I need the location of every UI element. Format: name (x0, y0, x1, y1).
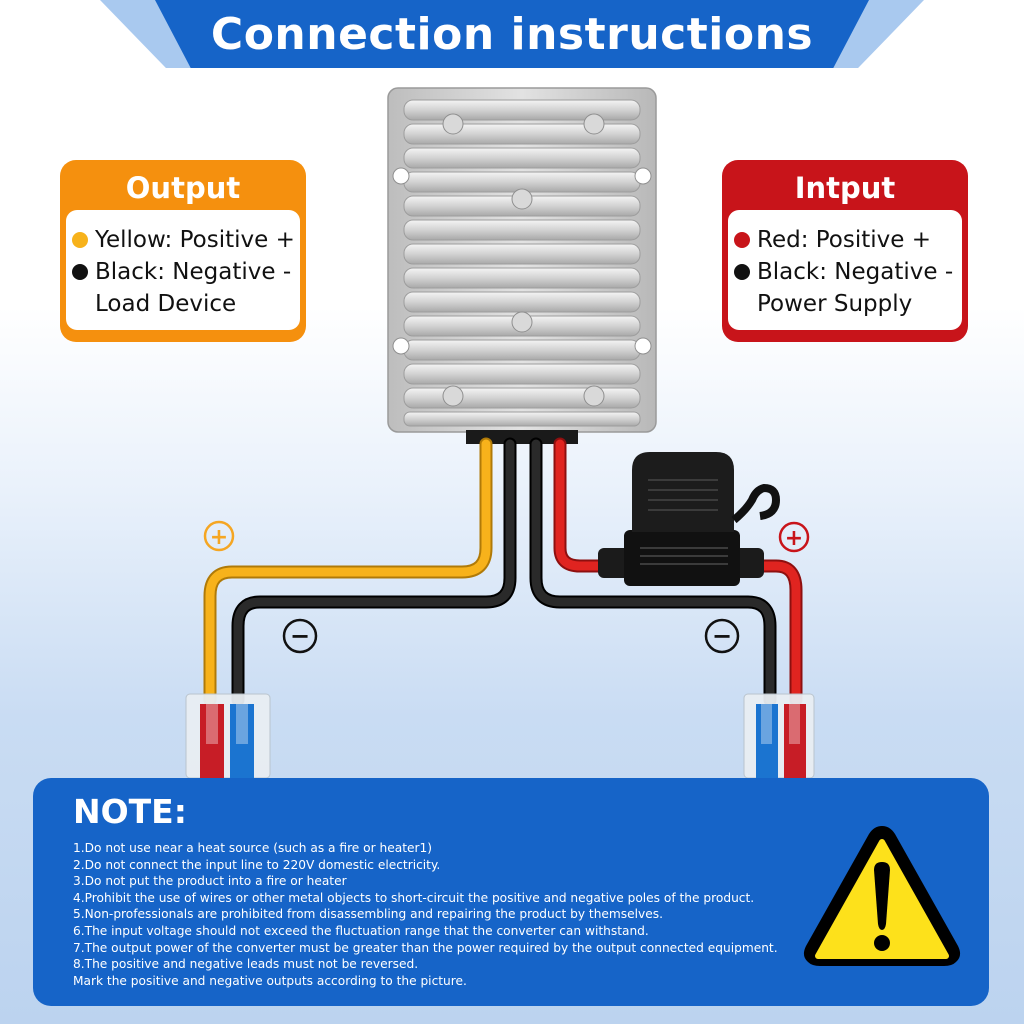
note-item: 2.Do not connect the input line to 220V … (73, 857, 441, 872)
black-dot-icon (734, 264, 750, 280)
input-wire-connector (743, 693, 815, 779)
header-banner: Connection instructions (155, 0, 869, 68)
note-list: 1.Do not use near a heat source (such as… (73, 840, 989, 989)
red-dot-icon (734, 232, 750, 248)
output-card-body: Yellow: Positive + Black: Negative - Loa… (66, 210, 300, 330)
minus-symbol: − (290, 622, 310, 650)
note-item: 4.Prohibit the use of wires or other met… (73, 890, 755, 905)
output-line-positive: Yellow: Positive + (95, 227, 295, 253)
output-card-title: Output (125, 171, 241, 205)
input-card-body: Red: Positive + Black: Negative - Power … (728, 210, 962, 330)
warning-icon (803, 826, 961, 966)
page-title: Connection instructions (210, 8, 814, 60)
input-positive-marker: + (778, 521, 810, 553)
input-card-title: Intput (794, 171, 896, 205)
note-panel: NOTE: 1.Do not use near a heat source (s… (33, 778, 989, 1006)
input-negative-marker: − (704, 618, 740, 654)
output-line-device: Load Device (95, 291, 237, 317)
fuse-holder (598, 452, 781, 586)
output-positive-marker: + (203, 520, 235, 552)
output-negative-marker: − (282, 618, 318, 654)
black-dot-icon (72, 264, 88, 280)
note-title: NOTE: (73, 792, 187, 831)
input-card: Intput Red: Positive + Black: Negative -… (722, 160, 968, 342)
note-item: 6.The input voltage should not exceed th… (73, 923, 649, 938)
output-wire-connector (185, 693, 271, 779)
note-item: 8.The positive and negative leads must n… (73, 957, 419, 972)
converter-device (387, 87, 657, 444)
note-item: 5.Non-professionals are prohibited from … (73, 907, 663, 922)
note-item: 1.Do not use near a heat source (such as… (73, 841, 433, 855)
output-card: Output Yellow: Positive + Black: Negativ… (60, 160, 306, 342)
output-line-negative: Black: Negative - (95, 259, 292, 285)
plus-symbol: + (210, 525, 228, 550)
yellow-dot-icon (72, 232, 88, 248)
plus-symbol: + (785, 526, 803, 551)
minus-symbol: − (712, 622, 732, 650)
input-line-positive: Red: Positive + (757, 227, 932, 253)
input-line-supply: Power Supply (757, 291, 913, 317)
note-item: Mark the positive and negative outputs a… (73, 973, 467, 988)
note-item: 7.The output power of the converter must… (73, 940, 778, 955)
input-line-negative: Black: Negative - (757, 259, 954, 285)
note-item: 3.Do not put the product into a fire or … (73, 874, 347, 889)
